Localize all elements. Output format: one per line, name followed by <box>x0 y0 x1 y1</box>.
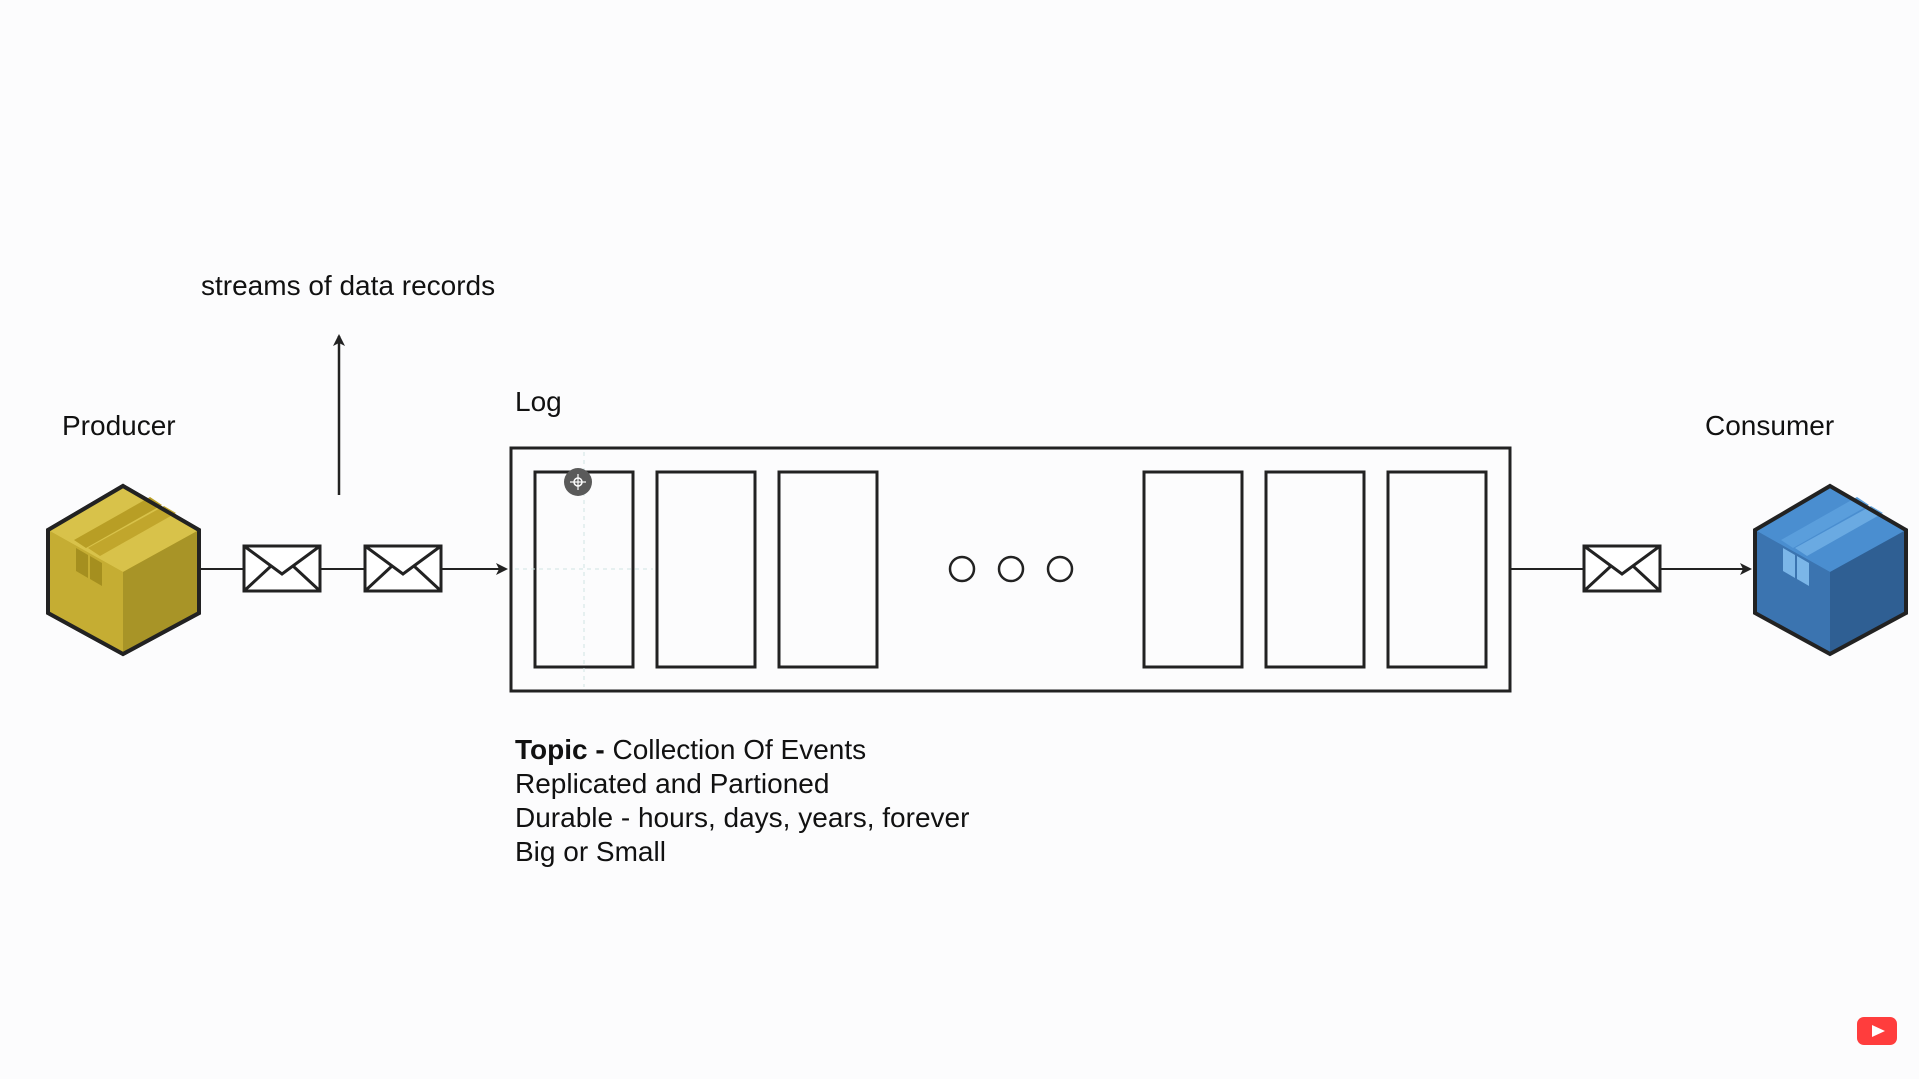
producer-label: Producer <box>62 410 176 441</box>
message-envelope-icon <box>363 544 443 593</box>
message-envelope-icon <box>242 544 322 593</box>
topic-heading: Topic - <box>515 734 605 765</box>
log-partitions <box>533 470 1488 669</box>
log-record[interactable] <box>1386 470 1488 669</box>
ellipsis-circles-icon <box>948 555 1074 583</box>
topic-line-1: Topic - Collection Of Events <box>515 733 969 767</box>
streams-label: streams of data records <box>201 270 496 301</box>
log-record[interactable] <box>777 470 879 669</box>
consumer-label: Consumer <box>1705 410 1835 441</box>
producer-cube-icon[interactable] <box>46 483 201 657</box>
youtube-play-icon[interactable] <box>1857 1017 1897 1045</box>
consumer-cube-icon[interactable] <box>1753 483 1908 657</box>
topic-line-3: Durable - hours, days, years, forever <box>515 802 970 833</box>
message-envelope-icon <box>1582 544 1662 593</box>
selection-guides <box>515 452 653 687</box>
topic-notes: Topic - Collection Of Events Replicated … <box>515 733 969 869</box>
log-record[interactable] <box>1264 470 1366 669</box>
move-cursor-icon <box>564 468 592 496</box>
log-label: Log <box>515 386 562 417</box>
topic-line-2: Replicated and Partioned <box>515 768 830 799</box>
log-record[interactable] <box>655 470 757 669</box>
topic-description: Collection Of Events <box>604 734 867 765</box>
log-record[interactable] <box>1142 470 1244 669</box>
topic-line-4: Big or Small <box>515 836 666 867</box>
